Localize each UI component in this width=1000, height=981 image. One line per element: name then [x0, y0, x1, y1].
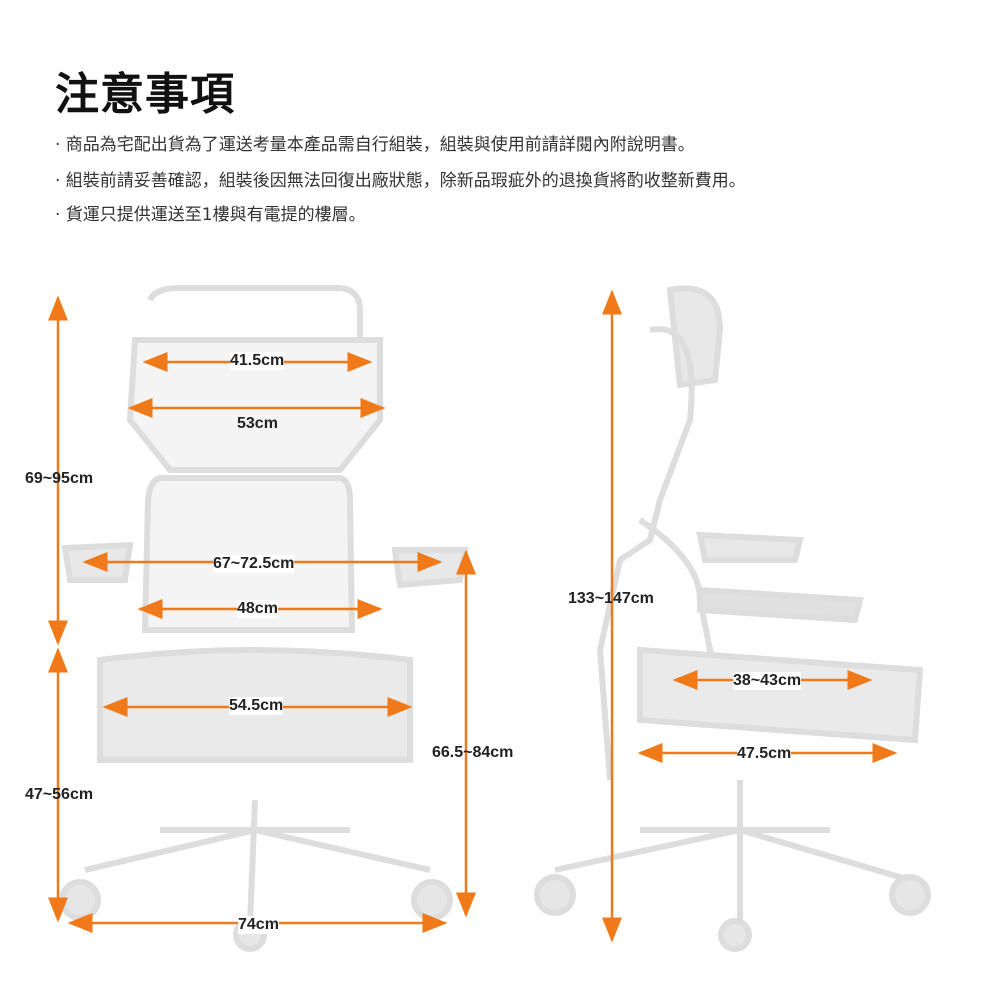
dim-seat-depth-adjust: 38~43cm — [733, 672, 802, 690]
note-3: · 貨運只提供運送至1樓與有電提的樓層。 — [55, 205, 366, 225]
dim-armrest-height: 66.5~84cm — [432, 744, 514, 761]
dim-seat-height: 47~56cm — [25, 786, 94, 803]
dim-armrest-span: 67~72.5cm — [213, 555, 295, 573]
dim-headrest-outer: 53cm — [237, 415, 278, 432]
note-1: · 商品為宅配出貨為了運送考量本產品需自行組裝，組裝與使用前請詳閱內附說明書。 — [55, 135, 695, 155]
front-chair-image — [59, 285, 469, 952]
dim-total-height: 133~147cm — [568, 590, 654, 607]
note-2: · 組裝前請妥善確認，組裝後因無法回復出廠狀態，除新品瑕疵外的退換貨將酌收整新費… — [55, 171, 746, 191]
side-chair-image — [534, 285, 931, 952]
dim-seat-depth: 47.5cm — [737, 745, 792, 763]
dim-seat-width: 54.5cm — [229, 697, 284, 715]
page-title: 注意事項 — [55, 69, 235, 120]
dim-headrest-inner: 41.5cm — [230, 352, 285, 370]
dim-base-width: 74cm — [238, 916, 279, 934]
dim-back-width: 48cm — [237, 600, 278, 618]
dim-upper-height: 69~95cm — [25, 470, 94, 487]
